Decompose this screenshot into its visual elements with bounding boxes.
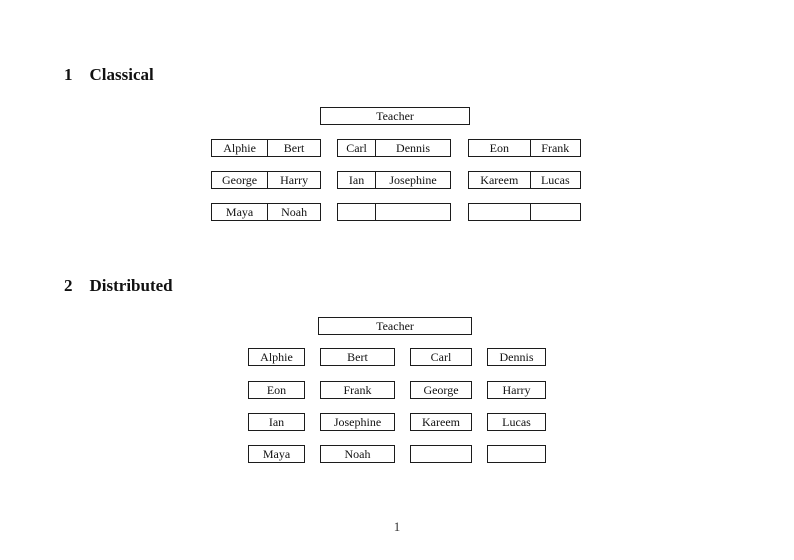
seat-name: Eon [469, 140, 531, 156]
desk-distributed-r4c3-empty [410, 445, 472, 463]
seat-name: Maya [212, 204, 269, 220]
desk-distributed-r2c3: George [410, 381, 472, 399]
desk-distributed-r3c4: Lucas [487, 413, 546, 431]
seat-name: George [212, 172, 269, 188]
desk-distributed-r1c4: Dennis [487, 348, 546, 366]
desk-distributed-r1c2: Bert [320, 348, 395, 366]
seat-empty [531, 204, 580, 220]
seat-name: Frank [541, 141, 570, 155]
desk-classical-r1c2: Carl Dennis [337, 139, 451, 157]
desk-distributed-r2c2: Frank [320, 381, 395, 399]
desk-distributed-r3c2: Josephine [320, 413, 395, 431]
desk-distributed-r2c4: Harry [487, 381, 546, 399]
desk-classical-r2c3: Kareem Lucas [468, 171, 581, 189]
section-number: 2 [64, 276, 73, 295]
section-title: Classical [89, 65, 154, 84]
seat-name: Ian [338, 172, 377, 188]
seat-empty [338, 204, 377, 220]
desk-classical-r2c2: Ian Josephine [337, 171, 451, 189]
desk-distributed-r3c3: Kareem [410, 413, 472, 431]
seat-name: Josephine [389, 173, 437, 187]
desk-distributed-r1c3: Carl [410, 348, 472, 366]
seat-name: Bert [283, 141, 305, 155]
section-title: Distributed [89, 276, 173, 295]
teacher-desk-classical: Teacher [320, 107, 470, 125]
desk-distributed-r4c4-empty [487, 445, 546, 463]
page-number: 1 [393, 519, 401, 534]
seat-name: Kareem [469, 172, 531, 188]
seat-name: Lucas [540, 173, 570, 187]
desk-distributed-r4c1: Maya [248, 445, 305, 463]
desk-classical-r3c1: Maya Noah [211, 203, 321, 221]
teacher-desk-distributed: Teacher [318, 317, 472, 335]
seat-name: Alphie [212, 140, 269, 156]
desk-classical-r1c1: Alphie Bert [211, 139, 321, 157]
seat-empty [469, 204, 531, 220]
desk-distributed-r2c1: Eon [248, 381, 305, 399]
section-heading-distributed: 2 Distributed [64, 277, 173, 295]
desk-distributed-r3c1: Ian [248, 413, 305, 431]
desk-distributed-r1c1: Alphie [248, 348, 305, 366]
section-number: 1 [64, 65, 73, 84]
teacher-label: Teacher [376, 319, 414, 333]
seat-name: Harry [280, 173, 309, 187]
desk-classical-r1c3: Eon Frank [468, 139, 581, 157]
seat-empty [376, 204, 450, 220]
section-heading-classical: 1 Classical [64, 66, 154, 84]
desk-distributed-r4c2: Noah [320, 445, 395, 463]
teacher-label: Teacher [376, 109, 414, 123]
seat-name: Dennis [396, 141, 431, 155]
desk-classical-r3c3-empty [468, 203, 581, 221]
desk-classical-r3c2-empty [337, 203, 451, 221]
desk-classical-r2c1: George Harry [211, 171, 321, 189]
seat-name: Noah [281, 205, 308, 219]
seat-name: Carl [338, 140, 377, 156]
